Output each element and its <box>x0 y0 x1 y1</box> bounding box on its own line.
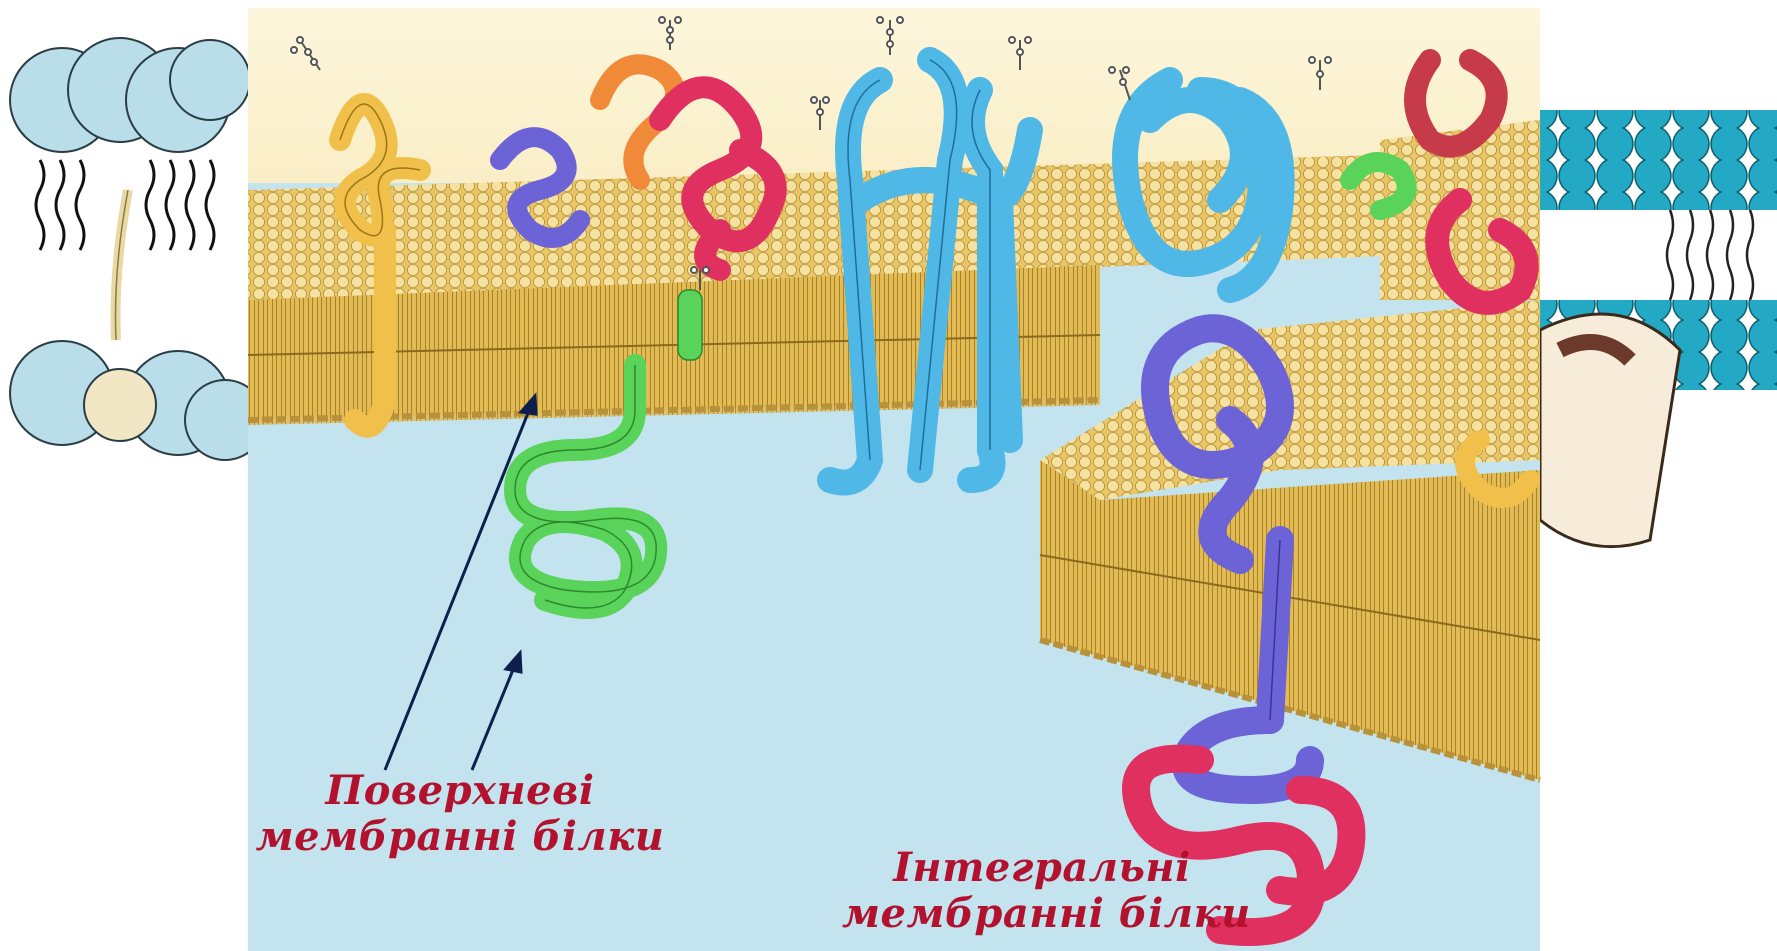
integral-proteins-label: Інтегральні мембранні білки <box>842 845 1242 937</box>
peripheral-label-line1: Поверхневі <box>255 768 665 814</box>
integral-label-line1: Інтегральні <box>842 845 1242 891</box>
integral-label-line2: мембранні білки <box>842 891 1242 937</box>
peripheral-proteins-label: Поверхневі мембранні білки <box>255 768 665 860</box>
peripheral-label-line2: мембранні білки <box>255 814 665 860</box>
right-schematic-bilayer <box>1530 110 1777 547</box>
left-schematic-bilayer <box>10 38 265 460</box>
green-anchor-protein <box>678 290 702 360</box>
